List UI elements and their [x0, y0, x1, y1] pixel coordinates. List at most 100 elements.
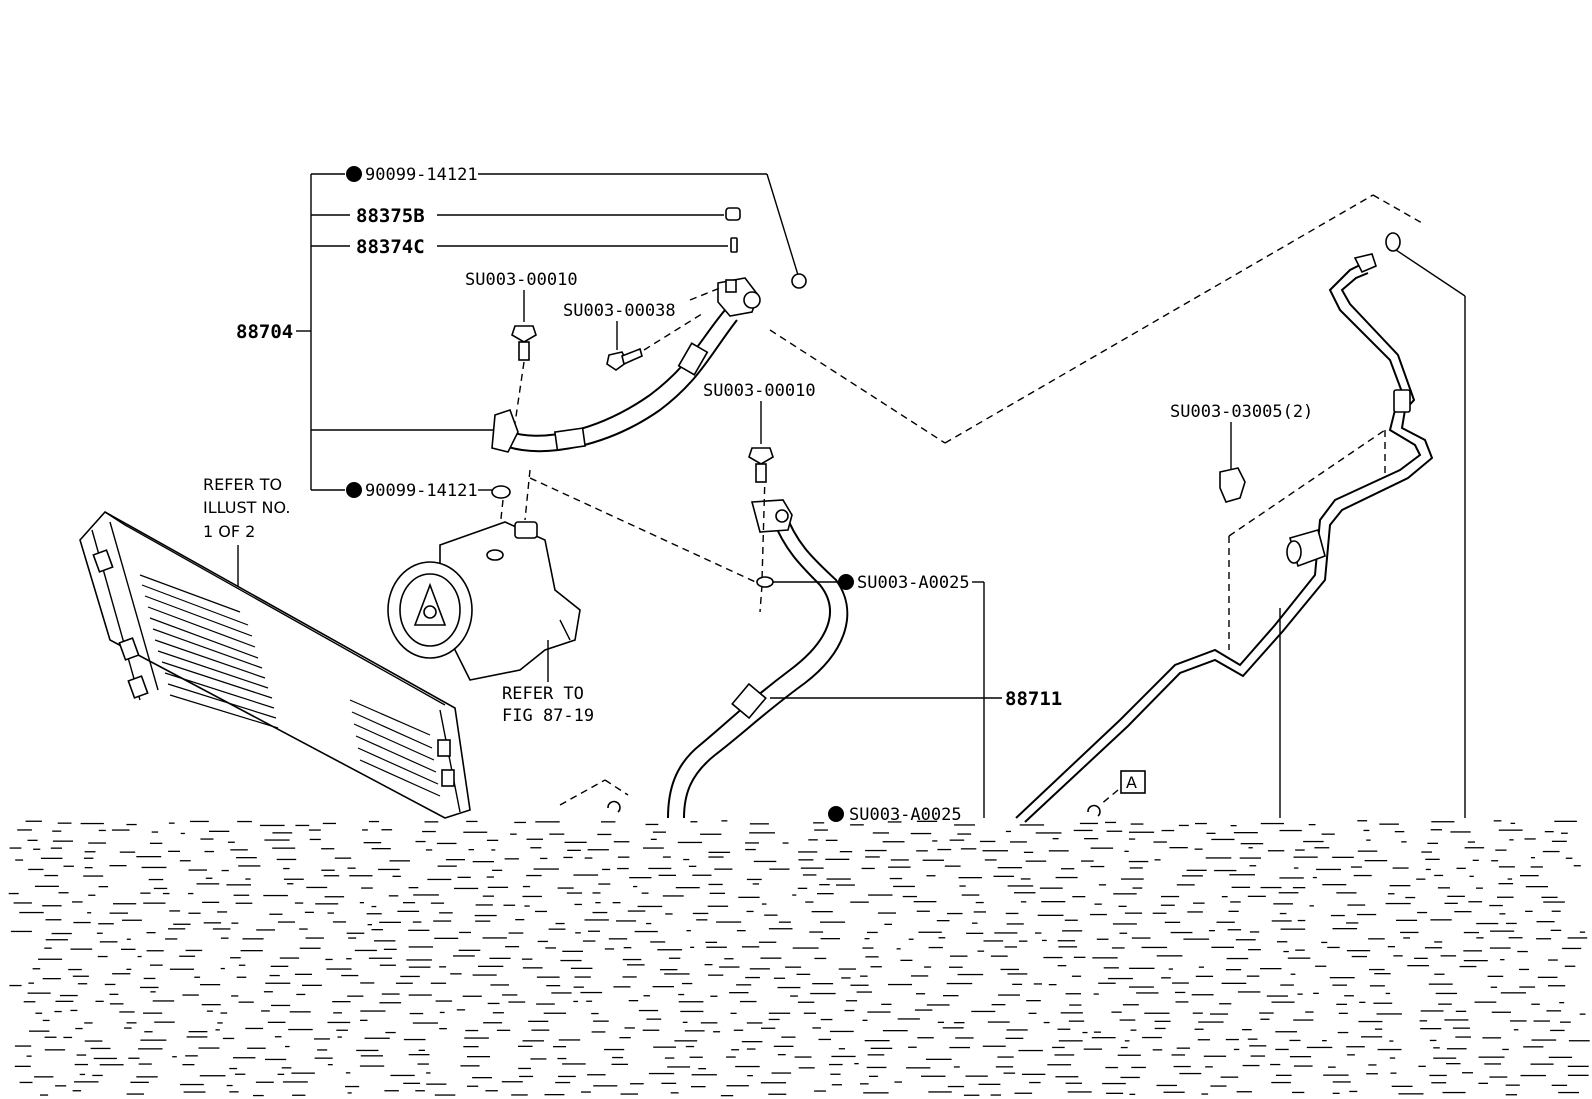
noise-mark — [403, 1038, 426, 1041]
noise-mark — [42, 1019, 50, 1022]
noise-mark — [383, 948, 397, 950]
noise-mark — [366, 913, 382, 915]
noise-mark — [949, 1046, 970, 1049]
noise-mark — [28, 982, 34, 984]
noise-mark — [148, 878, 164, 881]
noise-mark — [558, 1075, 576, 1078]
refer-illust: REFER TO ILLUST NO. 1 OF 2 — [203, 475, 290, 588]
noise-mark — [1267, 850, 1285, 852]
noise-mark — [850, 984, 869, 986]
noise-mark — [856, 991, 872, 993]
noise-mark — [1295, 849, 1305, 851]
pressure-switch-face — [1286, 540, 1302, 564]
noise-mark — [1271, 920, 1292, 922]
noise-mark — [255, 1081, 274, 1083]
noise-mark — [1090, 913, 1107, 916]
noise-mark — [746, 910, 754, 913]
noise-mark — [1498, 883, 1514, 885]
noise-mark — [287, 883, 294, 885]
noise-mark — [185, 1055, 198, 1057]
noise-mark — [820, 1018, 833, 1021]
noise-mark — [332, 921, 347, 923]
hose-end-fitting — [491, 408, 519, 453]
noise-mark — [1510, 1020, 1527, 1022]
noise-mark — [1374, 1028, 1383, 1030]
noise-mark — [42, 905, 62, 907]
noise-mark — [182, 994, 199, 996]
noise-mark — [897, 1018, 920, 1020]
noise-mark — [119, 851, 136, 853]
noise-mark — [368, 957, 393, 959]
callout-su003-00010-b: SU003-00010 — [703, 381, 816, 483]
noise-mark — [1175, 991, 1186, 994]
noise-mark — [1093, 1031, 1101, 1033]
noise-mark — [354, 949, 377, 952]
noise-mark — [412, 1022, 438, 1024]
noise-mark — [1308, 824, 1316, 826]
callout-88711: 88711 — [770, 688, 1062, 710]
noise-mark — [467, 1085, 479, 1087]
noise-mark — [587, 1074, 606, 1076]
noise-mark — [1366, 839, 1371, 841]
noise-mark — [902, 895, 917, 898]
noise-mark — [1401, 841, 1407, 843]
noise-mark — [276, 858, 297, 861]
noise-mark — [485, 1090, 498, 1092]
noise-mark — [1042, 939, 1047, 942]
noise-mark — [1247, 1038, 1258, 1040]
noise-mark — [489, 957, 511, 959]
noise-mark — [72, 901, 83, 903]
noise-mark — [1193, 902, 1205, 904]
noise-mark — [708, 883, 723, 886]
noise-mark — [381, 829, 393, 831]
noise-mark — [503, 904, 516, 906]
noise-mark — [528, 1020, 549, 1022]
noise-mark — [1247, 895, 1266, 897]
noise-mark — [619, 1037, 631, 1039]
noise-mark — [487, 1002, 500, 1005]
noise-mark — [63, 865, 74, 867]
noise-mark — [1152, 912, 1167, 914]
noise-mark — [1096, 938, 1109, 940]
noise-mark — [773, 1045, 794, 1047]
noise-mark — [1347, 904, 1366, 906]
noise-mark — [347, 995, 364, 997]
noise-mark — [98, 886, 109, 888]
noise-mark — [867, 1011, 891, 1013]
noise-mark — [1446, 1048, 1467, 1050]
noise-mark — [1176, 1047, 1190, 1049]
noise-mark — [1543, 901, 1565, 903]
noise-mark — [371, 929, 383, 931]
noise-mark — [182, 1064, 195, 1066]
noise-mark — [582, 940, 596, 942]
label-su003-00010-a: SU003-00010 — [465, 270, 578, 290]
noise-mark — [1064, 919, 1078, 921]
noise-mark — [14, 1045, 32, 1047]
noise-mark — [862, 947, 874, 949]
noise-mark — [1524, 838, 1536, 840]
noise-mark — [1161, 829, 1175, 832]
noise-mark — [1005, 830, 1011, 833]
noise-mark — [683, 858, 690, 861]
refer-fig-line2: FIG 87-19 — [502, 706, 594, 726]
noise-mark — [932, 840, 938, 842]
noise-mark — [518, 1045, 533, 1047]
noise-mark — [916, 993, 926, 995]
noise-mark — [713, 1031, 721, 1033]
noise-mark — [92, 1074, 103, 1077]
noise-mark — [658, 874, 676, 876]
noise-mark — [944, 865, 961, 867]
noise-mark — [708, 851, 731, 853]
noise-mark — [664, 1057, 675, 1059]
noise-mark — [501, 1081, 523, 1083]
noise-mark — [1561, 832, 1568, 834]
noise-mark — [1434, 874, 1444, 877]
noise-mark — [403, 902, 416, 904]
noise-mark — [1178, 824, 1189, 827]
noise-mark — [575, 932, 581, 934]
noise-mark — [453, 955, 475, 957]
noise-mark — [1055, 876, 1078, 879]
noise-mark — [1129, 986, 1154, 988]
noise-mark — [646, 1018, 662, 1020]
noise-mark — [437, 865, 457, 867]
